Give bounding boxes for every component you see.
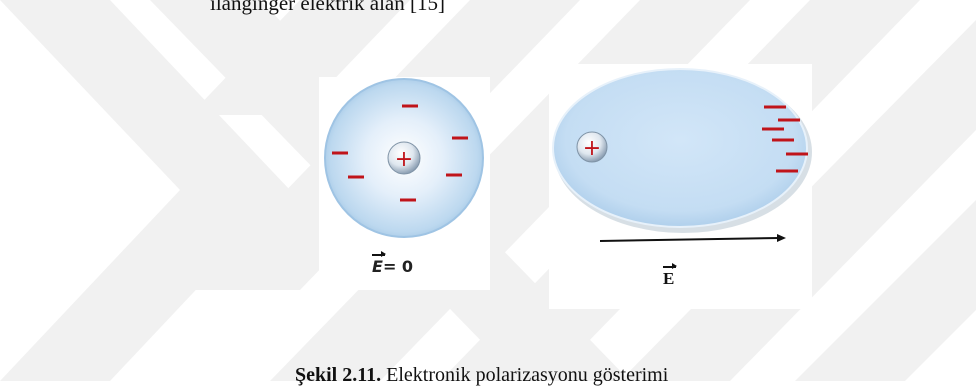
atom-no-field-diagram: + <box>324 78 484 238</box>
positive-charge-sign: + <box>395 147 413 172</box>
atom-no-field-panel: + <box>319 77 490 290</box>
field-zero-value: = 0 <box>382 257 414 276</box>
polarized-atom-diagram: + <box>552 68 812 242</box>
polarized-atom-panel: + <box>549 64 812 309</box>
positive-charge-sign: + <box>583 136 601 161</box>
watermark-stripe-2 <box>190 0 410 115</box>
field-symbol: E <box>372 251 386 276</box>
field-symbol: E <box>663 263 678 288</box>
electron-marks <box>332 104 468 202</box>
top-text-fragment: ilanginger elektrik alan [15] <box>210 0 445 15</box>
figure-number: Şekil 2.11. <box>295 364 382 386</box>
figure-caption-text: Elektronik polarizasyonu gösterimi <box>386 364 669 386</box>
nucleus <box>387 141 421 175</box>
field-direction-arrow <box>599 234 786 242</box>
polarized-electron-cloud <box>552 68 808 228</box>
applied-field-label: E <box>663 263 678 289</box>
watermark-stripe-7 <box>795 200 976 381</box>
electron-marks <box>762 105 808 173</box>
watermark-chevron-left <box>0 0 290 381</box>
no-field-label: E= 0 <box>372 251 414 276</box>
nucleus <box>576 131 608 163</box>
figure-caption: Şekil 2.11. Elektronik polarizasyonu gös… <box>295 364 668 387</box>
